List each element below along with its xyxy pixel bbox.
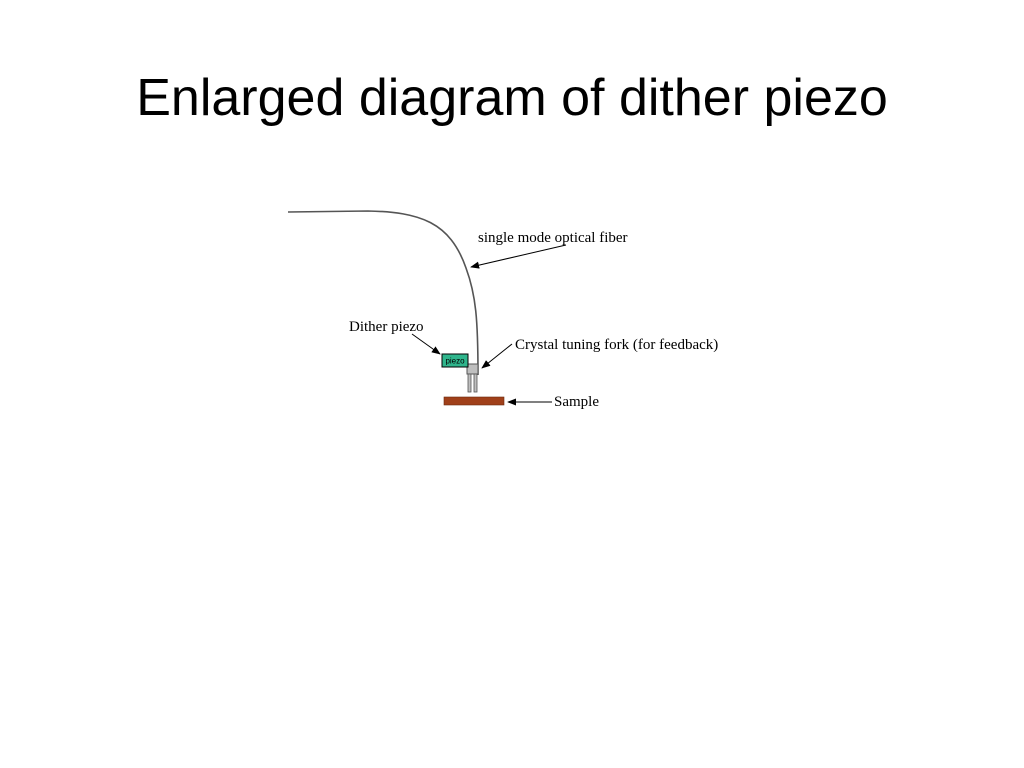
fiber-label: single mode optical fiber bbox=[478, 230, 628, 246]
optical-fiber bbox=[287, 210, 479, 376]
tuning-fork-label: Crystal tuning fork (for feedback) bbox=[515, 337, 718, 353]
slide-title: Enlarged diagram of dither piezo bbox=[136, 69, 888, 127]
piezo-block-label: piezo bbox=[445, 357, 465, 366]
sample-label: Sample bbox=[554, 394, 599, 410]
dither-piezo-label: Dither piezo bbox=[349, 319, 424, 335]
fiber-arrow bbox=[470, 244, 567, 269]
sample-strip bbox=[443, 396, 505, 406]
piezo-block: piezo bbox=[441, 353, 469, 368]
piezo-rect bbox=[441, 353, 469, 368]
dither-piezo-arrow bbox=[411, 333, 441, 355]
crystal-tuning-fork bbox=[466, 363, 479, 393]
tuning-fork-arrow bbox=[481, 343, 513, 369]
